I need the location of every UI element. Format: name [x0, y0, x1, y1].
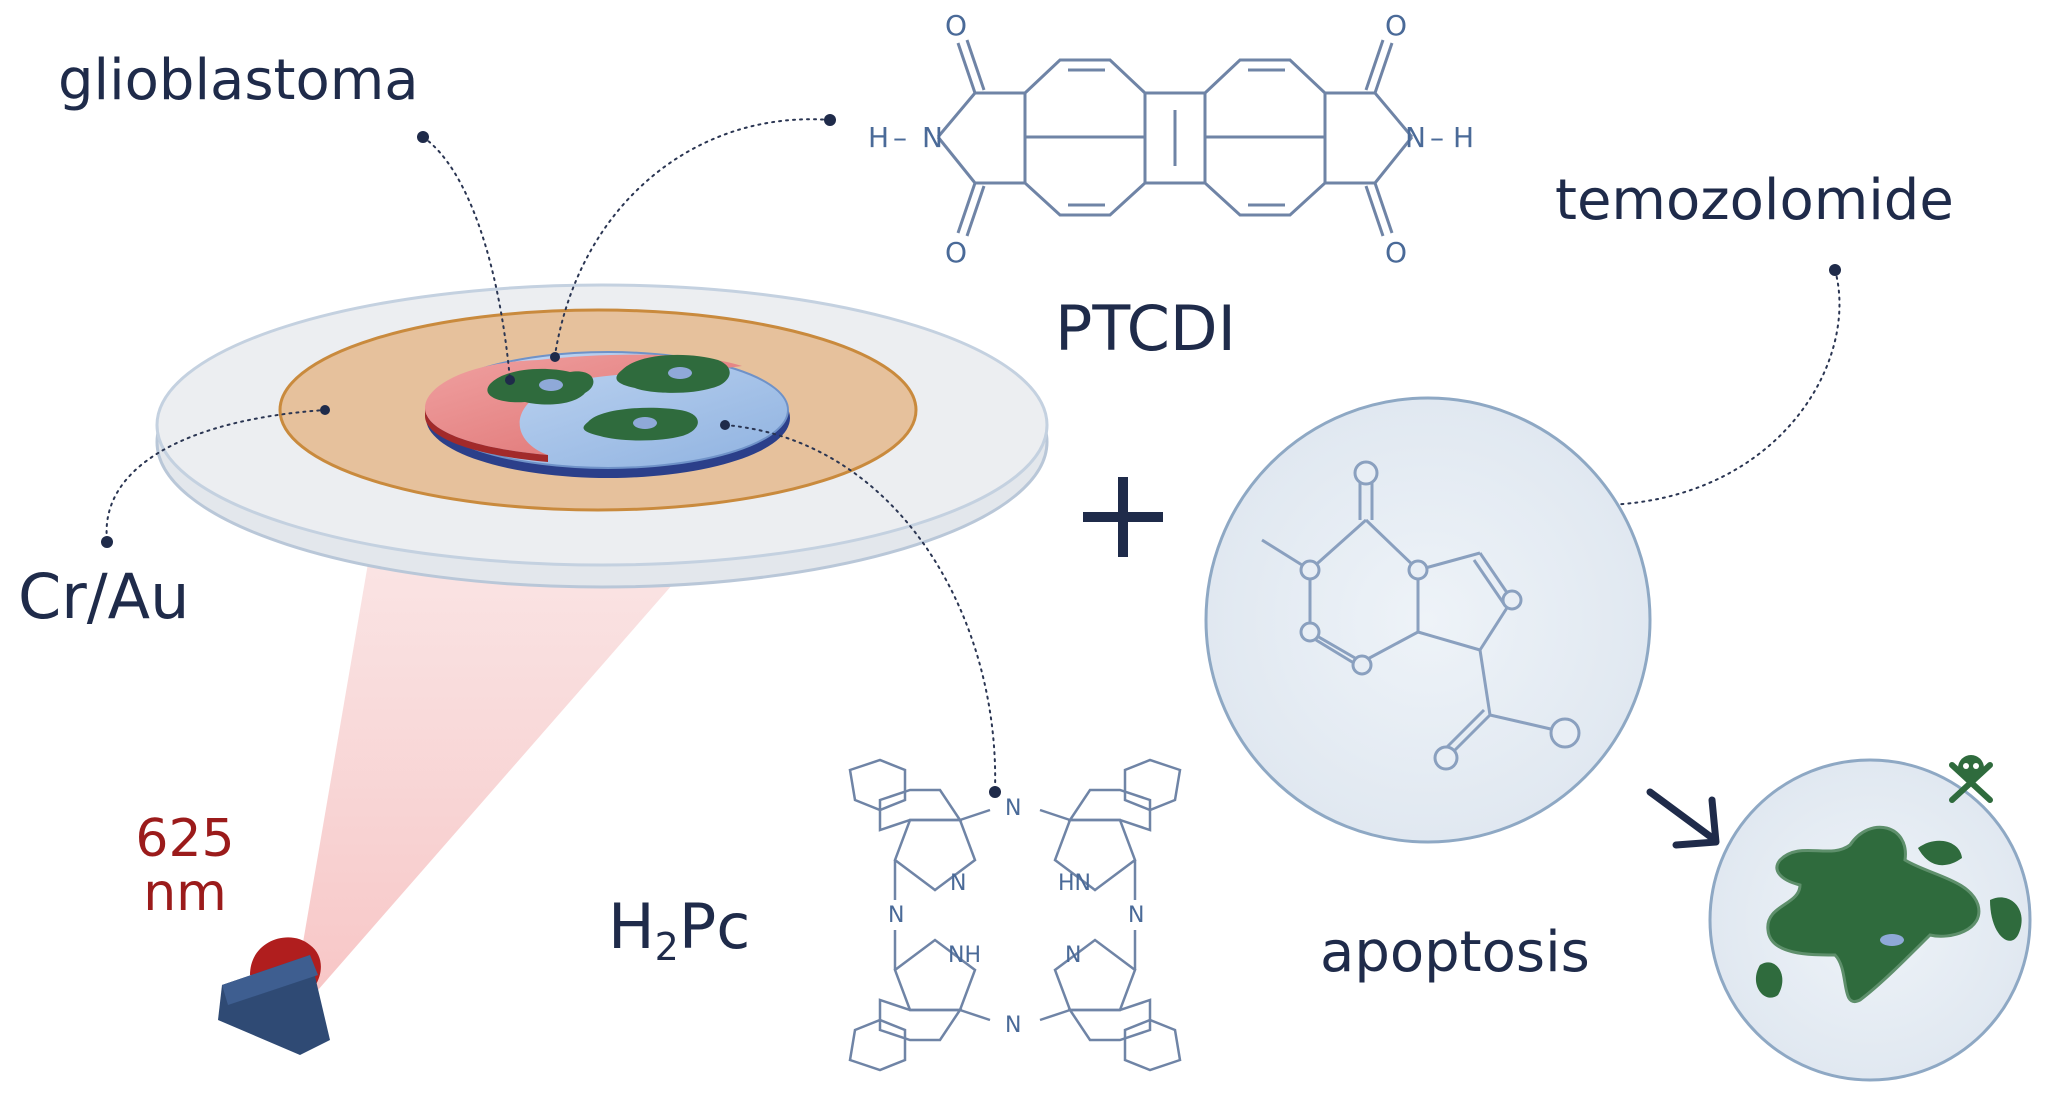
ptcdi-oxygen: O: [945, 236, 967, 269]
h2pc-nh: NH: [948, 943, 981, 968]
light-beam: [300, 505, 742, 990]
wavelength-unit: nm: [143, 863, 227, 923]
apoptosis-label: apoptosis: [1320, 920, 1590, 985]
h2pc-nitrogen: N: [1128, 903, 1144, 928]
h2pc-label-subscript: 2: [654, 925, 679, 969]
h2pc-hn: HN: [1058, 871, 1091, 896]
ptcdi-bond: –: [1430, 121, 1444, 154]
ptcdi-oxygen: O: [945, 9, 967, 42]
led-light-source-icon: [218, 937, 330, 1055]
ptcdi-label: PTCDI: [1055, 292, 1236, 365]
h2pc-nitrogen: N: [1065, 943, 1081, 968]
glioblastoma-cells: [487, 354, 730, 441]
h2pc-nitrogen: N: [1005, 1013, 1021, 1038]
skull-crossbones-icon: [1949, 755, 1993, 803]
temozolomide-label: temozolomide: [1555, 168, 1954, 233]
temozolomide-sphere: [1204, 396, 1652, 844]
wavelength-value: 625: [135, 809, 235, 869]
h2pc-label-prefix: H: [608, 890, 655, 963]
wavelength-label: 625 nm: [125, 812, 245, 920]
h2pc-nitrogen: N: [888, 903, 904, 928]
ptcdi-oxygen: O: [1385, 9, 1407, 42]
h2pc-label-suffix: Pc: [678, 890, 751, 963]
ptcdi-hydrogen: H: [1453, 121, 1474, 154]
cr-au-label: Cr/Au: [18, 560, 190, 633]
ptcdi-nitrogen: N: [922, 121, 943, 154]
h2pc-structure: N N N N N HN NH N: [848, 758, 1182, 1072]
h2pc-nitrogen: N: [1005, 796, 1021, 821]
plus-icon: [1083, 477, 1163, 557]
ptcdi-oxygen: O: [1385, 236, 1407, 269]
arrow-down-right-icon: [1646, 788, 1720, 849]
ptcdi-bond: –: [893, 121, 907, 154]
leader-lines: [101, 114, 1841, 798]
h2pc-nitrogen: N: [950, 871, 966, 896]
apoptotic-cell: [1708, 758, 2032, 1082]
glioblastoma-label: glioblastoma: [58, 48, 419, 113]
ptcdi-nitrogen: N: [1405, 121, 1426, 154]
ptcdi-hydrogen: H: [868, 121, 889, 154]
h2pc-label: H2Pc: [608, 890, 750, 969]
ptcdi-structure: O O O O N N H H – –: [868, 9, 1474, 269]
